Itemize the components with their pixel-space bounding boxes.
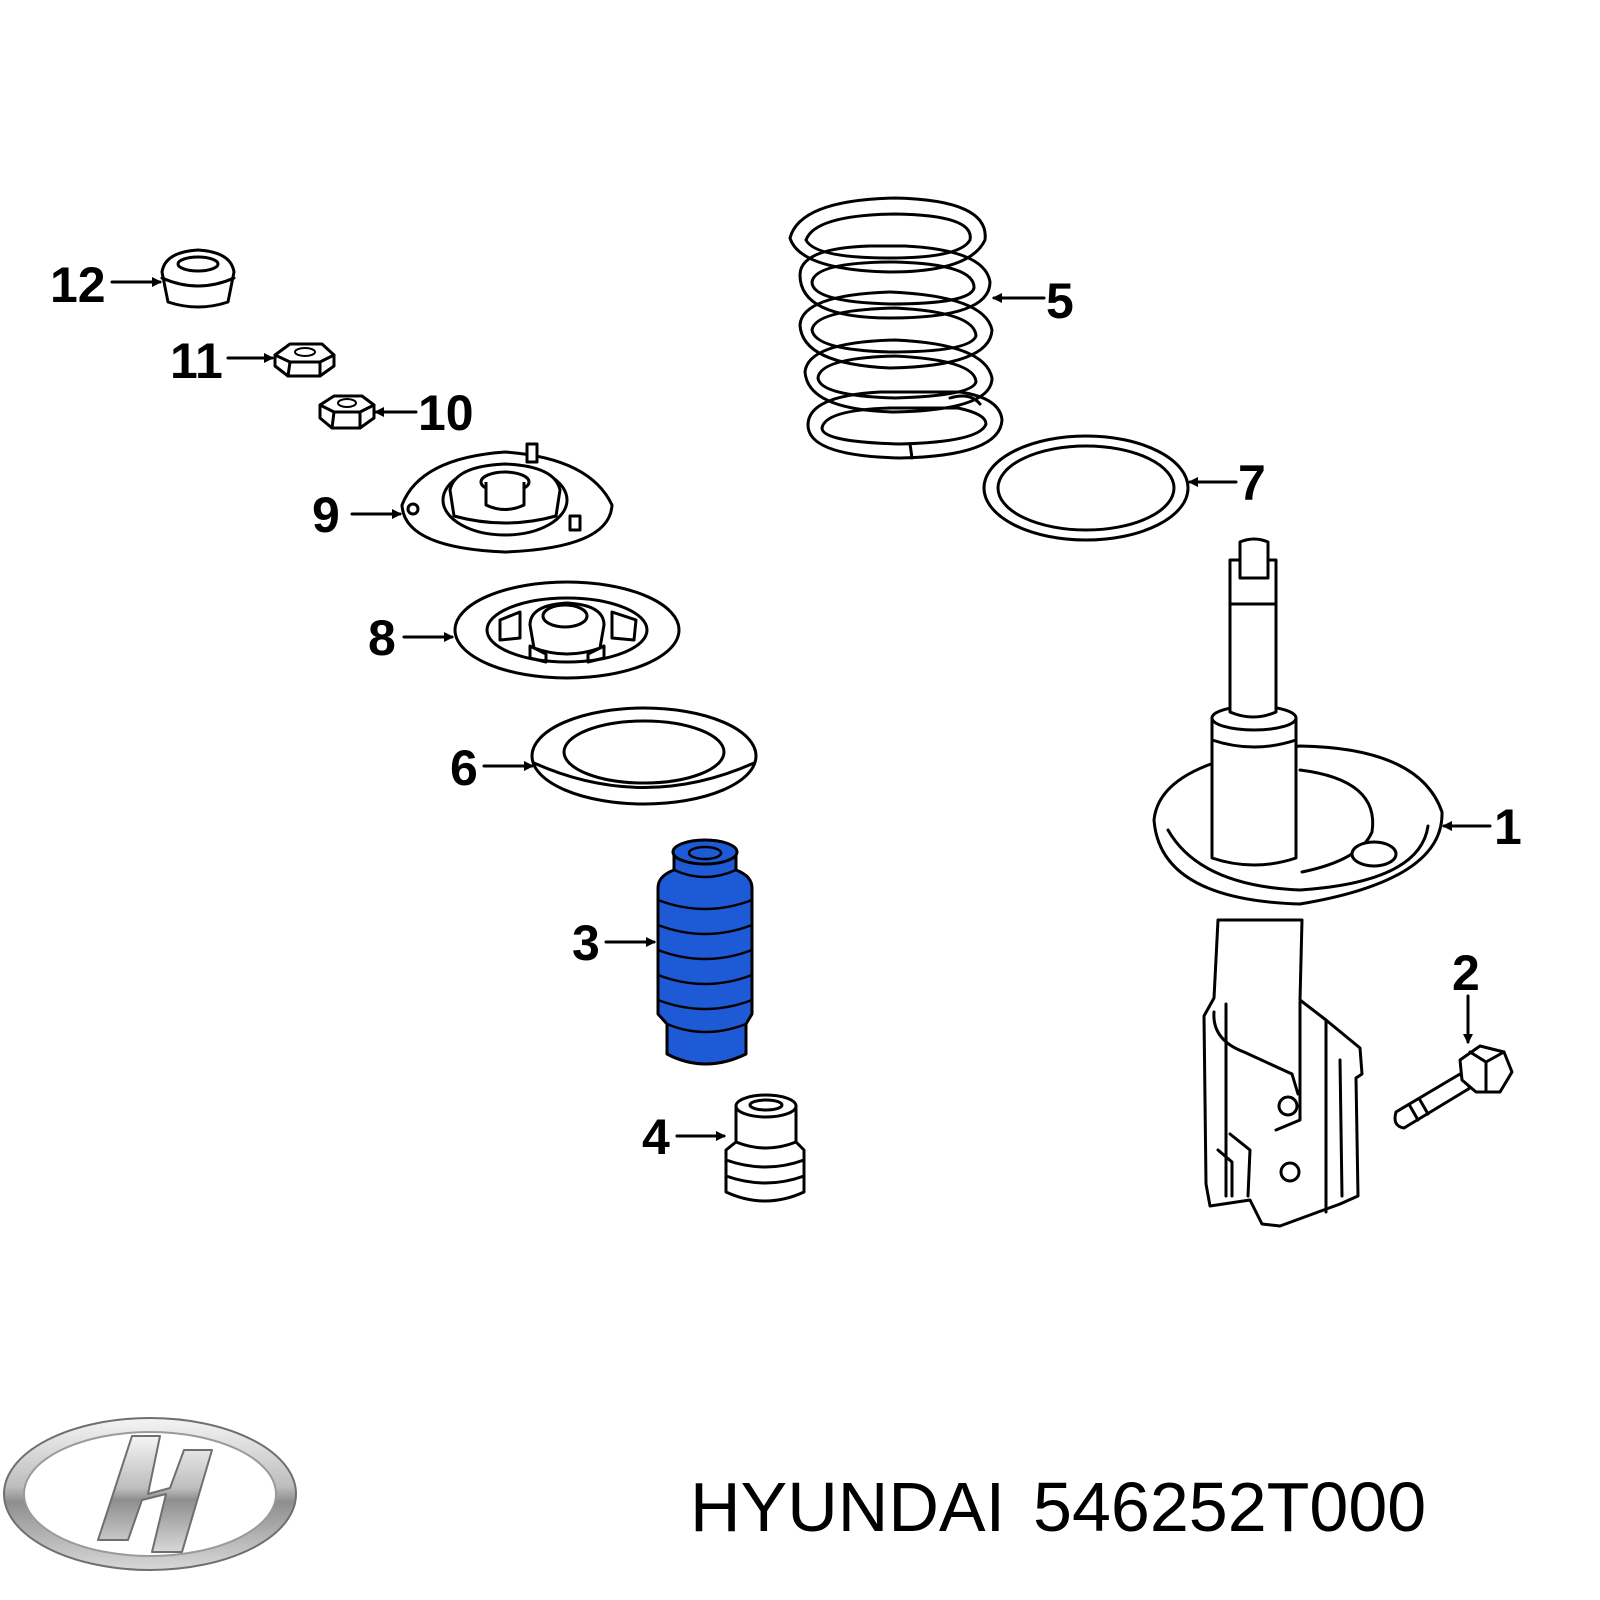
part-12-cap [160,248,236,309]
part-9-strut-mount [400,442,614,554]
callout-arrows [110,277,1492,1141]
callout-9: 9 [312,487,340,543]
part-6-spring-seat [530,706,758,806]
callout-labels: 12 11 10 9 8 6 3 4 5 7 1 2 [50,257,1522,1165]
part-caption: HYUNDAI 546252T000 [690,1452,1590,1562]
callout-3: 3 [572,915,600,971]
part-8-bearing [453,580,681,680]
callout-11: 11 [170,333,223,389]
brand-name: HYUNDAI [690,1468,1006,1546]
callout-6: 6 [450,740,478,796]
part-4-bump-stop [724,1093,806,1203]
callout-4: 4 [642,1109,670,1165]
part-11-nut [273,342,336,378]
hyundai-logo-icon [3,1417,297,1571]
part-2-bolt [1393,1044,1514,1130]
callout-10: 10 [418,385,474,441]
part-1-strut-assembly [1152,537,1444,1228]
part-7-insulator [982,434,1190,542]
callout-7: 7 [1238,455,1266,511]
callout-1: 1 [1494,799,1522,855]
part-3-dust-boot [656,838,754,1066]
part-5-coil-spring [788,196,1004,460]
part-10-nut [318,394,376,430]
part-number: 546252T000 [1033,1468,1427,1546]
callout-5: 5 [1046,273,1074,329]
callout-12: 12 [50,257,106,313]
callout-8: 8 [368,610,396,666]
callout-2: 2 [1452,945,1480,1001]
